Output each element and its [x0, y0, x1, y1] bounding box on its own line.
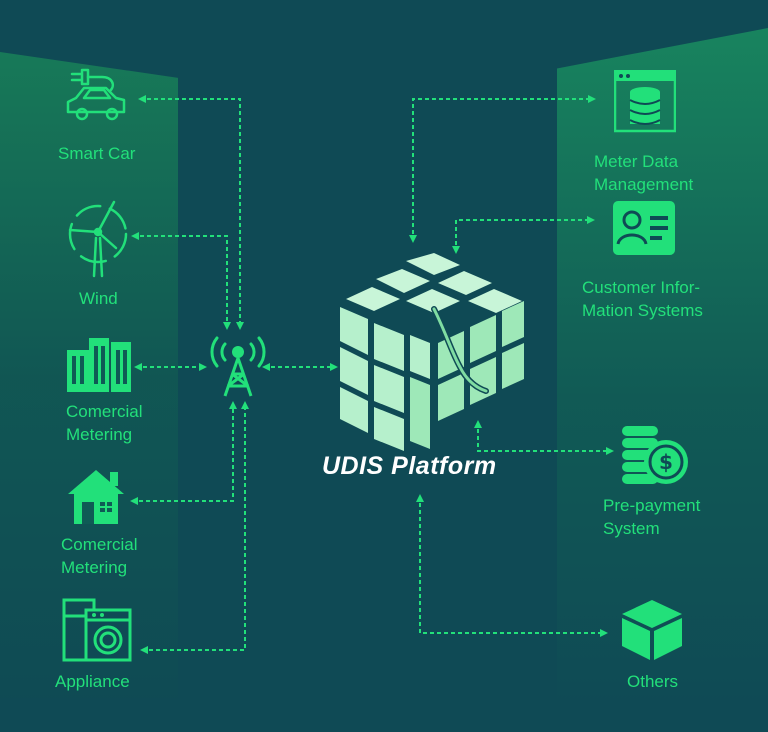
wind-label: Wind [79, 289, 118, 308]
prepayment-line2: System [603, 519, 660, 538]
residential-metering-line1: Comercial [61, 535, 138, 554]
link-customer-info [452, 216, 595, 254]
prepayment-line1: Pre-payment [603, 496, 701, 515]
link-wind [131, 232, 231, 330]
coins-dollar-icon: $ [622, 426, 688, 484]
wind-turbine-icon [68, 200, 128, 278]
id-card-icon [613, 201, 675, 255]
car-charging-icon [66, 68, 126, 121]
cube-platform-icon [340, 253, 524, 451]
customer-info-line2: Mation Systems [582, 301, 703, 320]
smart-car-label: Smart Car [58, 144, 136, 163]
washing-machine-icon [62, 598, 132, 662]
meter-data-line1: Meter Data [594, 152, 679, 171]
link-others [416, 494, 608, 637]
others-label: Others [627, 672, 679, 691]
meter-data-line2: Management [594, 175, 694, 194]
link-house [130, 401, 237, 505]
platform-title: UDIS Platform [322, 452, 497, 480]
house-icon [68, 470, 124, 524]
svg-text:$: $ [659, 450, 673, 474]
box-icon [622, 600, 682, 660]
link-smart-car [138, 95, 244, 330]
antenna-tower-icon [210, 336, 266, 397]
link-meter-data [409, 95, 596, 243]
office-buildings-icon [67, 338, 131, 392]
link-prepayment [474, 420, 614, 455]
appliance-label: Appliance [55, 672, 130, 691]
database-window-icon [614, 70, 676, 133]
link-appliance [140, 401, 249, 654]
commercial-metering-line1: Comercial [66, 402, 143, 421]
commercial-metering-line2: Metering [66, 425, 133, 444]
residential-metering-line2: Metering [61, 558, 128, 577]
customer-info-line1: Customer Infor- [582, 278, 701, 297]
